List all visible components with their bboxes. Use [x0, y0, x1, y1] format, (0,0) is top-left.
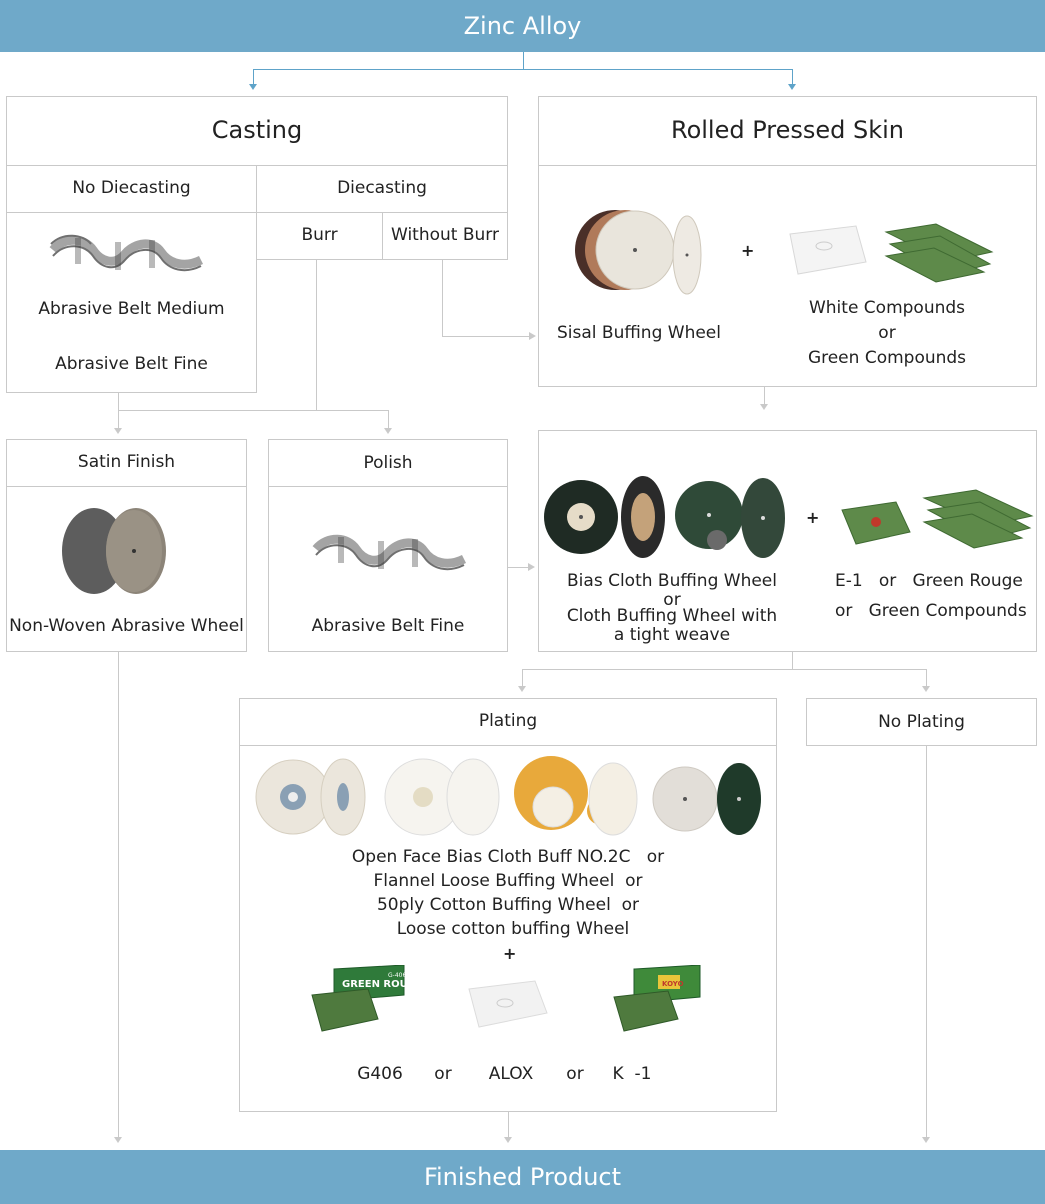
- plating-wheel-label-3: 50ply Cotton Buffing Wheel or: [376, 895, 640, 915]
- bias-wheel-label: Bias Cloth Buffing Wheel: [567, 571, 777, 591]
- tight-weave-label-2: a tight weave: [613, 625, 731, 645]
- non-woven-label: Non-Woven Abrasive Wheel: [9, 616, 244, 636]
- or-label: or: [878, 323, 896, 343]
- abrasive-belt-icon: [49, 234, 204, 272]
- connector: [764, 386, 765, 406]
- connector: [926, 669, 927, 688]
- tight-weave-label: Cloth Buffing Wheel with: [566, 606, 778, 626]
- connector: [118, 651, 119, 1139]
- connector: [253, 69, 793, 70]
- connector: [792, 651, 793, 669]
- white-compounds-label: White Compounds: [808, 298, 966, 318]
- connector: [926, 745, 927, 1139]
- connector: [442, 259, 443, 336]
- or-label: or: [434, 1064, 452, 1084]
- plus-sign: +: [741, 241, 755, 260]
- connector: [792, 69, 793, 85]
- connector: [522, 669, 523, 688]
- without-burr-box: [382, 212, 508, 260]
- plating-wheel-label-4: Loose cotton buffing Wheel: [396, 919, 630, 939]
- g406-label: G406: [357, 1064, 403, 1084]
- no-plating-title: No Plating: [878, 712, 965, 732]
- e1-green-rouge-label: E-1 or Green Rouge: [835, 571, 1023, 591]
- svg-text:G-406: G-406: [388, 972, 406, 979]
- bias-cloth-box: [538, 430, 1037, 652]
- polish-title: Polish: [363, 453, 413, 473]
- diecasting-label: Diecasting: [337, 178, 427, 198]
- plus-sign: +: [503, 944, 517, 963]
- no-diecasting-label: No Diecasting: [72, 178, 191, 198]
- connector: [522, 669, 927, 670]
- connector: [118, 392, 119, 430]
- connector: [388, 410, 389, 430]
- k1-compound-icon: KOYO: [613, 965, 701, 1032]
- casting-box: [6, 96, 508, 166]
- connector: [253, 69, 254, 85]
- without-burr-label: Without Burr: [391, 225, 499, 245]
- g406-compound-icon: GREEN ROUGE G-406: [311, 965, 408, 1032]
- sisal-wheel-icon: [575, 210, 702, 295]
- finished-product-banner: Finished Product: [0, 1150, 1045, 1204]
- connector: [118, 410, 389, 411]
- plating-wheel-label-1: Open Face Bias Cloth Buff NO.2C or: [351, 847, 665, 867]
- plating-wheel-label-2: Flannel Loose Buffing Wheel or: [373, 871, 643, 891]
- polish-product-label: Abrasive Belt Fine: [311, 616, 465, 636]
- plating-title: Plating: [478, 711, 538, 731]
- plating-box: [239, 698, 777, 746]
- bias-or-label: or: [663, 590, 681, 610]
- belt-fine-label: Abrasive Belt Fine: [55, 354, 208, 374]
- abrasive-belt-icon: [312, 534, 467, 571]
- alox-compound-icon: [468, 980, 548, 1028]
- polish-content-box: [268, 486, 508, 652]
- rolled-title: Rolled Pressed Skin: [670, 116, 905, 144]
- no-diecasting-box: [6, 165, 257, 213]
- svg-text:GREEN ROUGE: GREEN ROUGE: [342, 979, 408, 990]
- zinc-alloy-banner: Zinc Alloy: [0, 0, 1045, 52]
- satin-finish-title: Satin Finish: [77, 452, 176, 472]
- k1-label: K -1: [612, 1064, 652, 1084]
- connector: [316, 259, 317, 410]
- plating-wheels-icon: [255, 756, 761, 836]
- non-woven-wheel-icon: [62, 508, 166, 594]
- svg-text:KOYO: KOYO: [662, 980, 684, 988]
- casting-title: Casting: [211, 116, 303, 144]
- burr-label: Burr: [301, 225, 338, 245]
- connector: [442, 336, 530, 337]
- no-plating-box: [806, 698, 1037, 746]
- belt-medium-label: Abrasive Belt Medium: [38, 299, 225, 319]
- or-label: or: [566, 1064, 584, 1084]
- diecasting-box: [256, 165, 508, 213]
- green-compounds-label: Green Compounds: [807, 348, 967, 368]
- belt-box: [6, 212, 257, 393]
- bias-cloth-wheel-icon: [544, 476, 785, 558]
- connector: [523, 52, 524, 69]
- compound-bars-icon: [789, 223, 994, 283]
- plus-sign: +: [806, 508, 820, 527]
- connector: [508, 1111, 509, 1139]
- connector: [507, 567, 529, 568]
- green-rouge-bars-icon: [841, 489, 1034, 549]
- burr-box: [256, 212, 383, 260]
- sisal-wheel-label: Sisal Buffing Wheel: [557, 323, 721, 343]
- green-compounds-label: or Green Compounds: [835, 601, 1027, 621]
- satin-finish-box: [6, 439, 247, 487]
- alox-label: ALOX: [488, 1064, 534, 1084]
- rolled-box: [538, 96, 1037, 166]
